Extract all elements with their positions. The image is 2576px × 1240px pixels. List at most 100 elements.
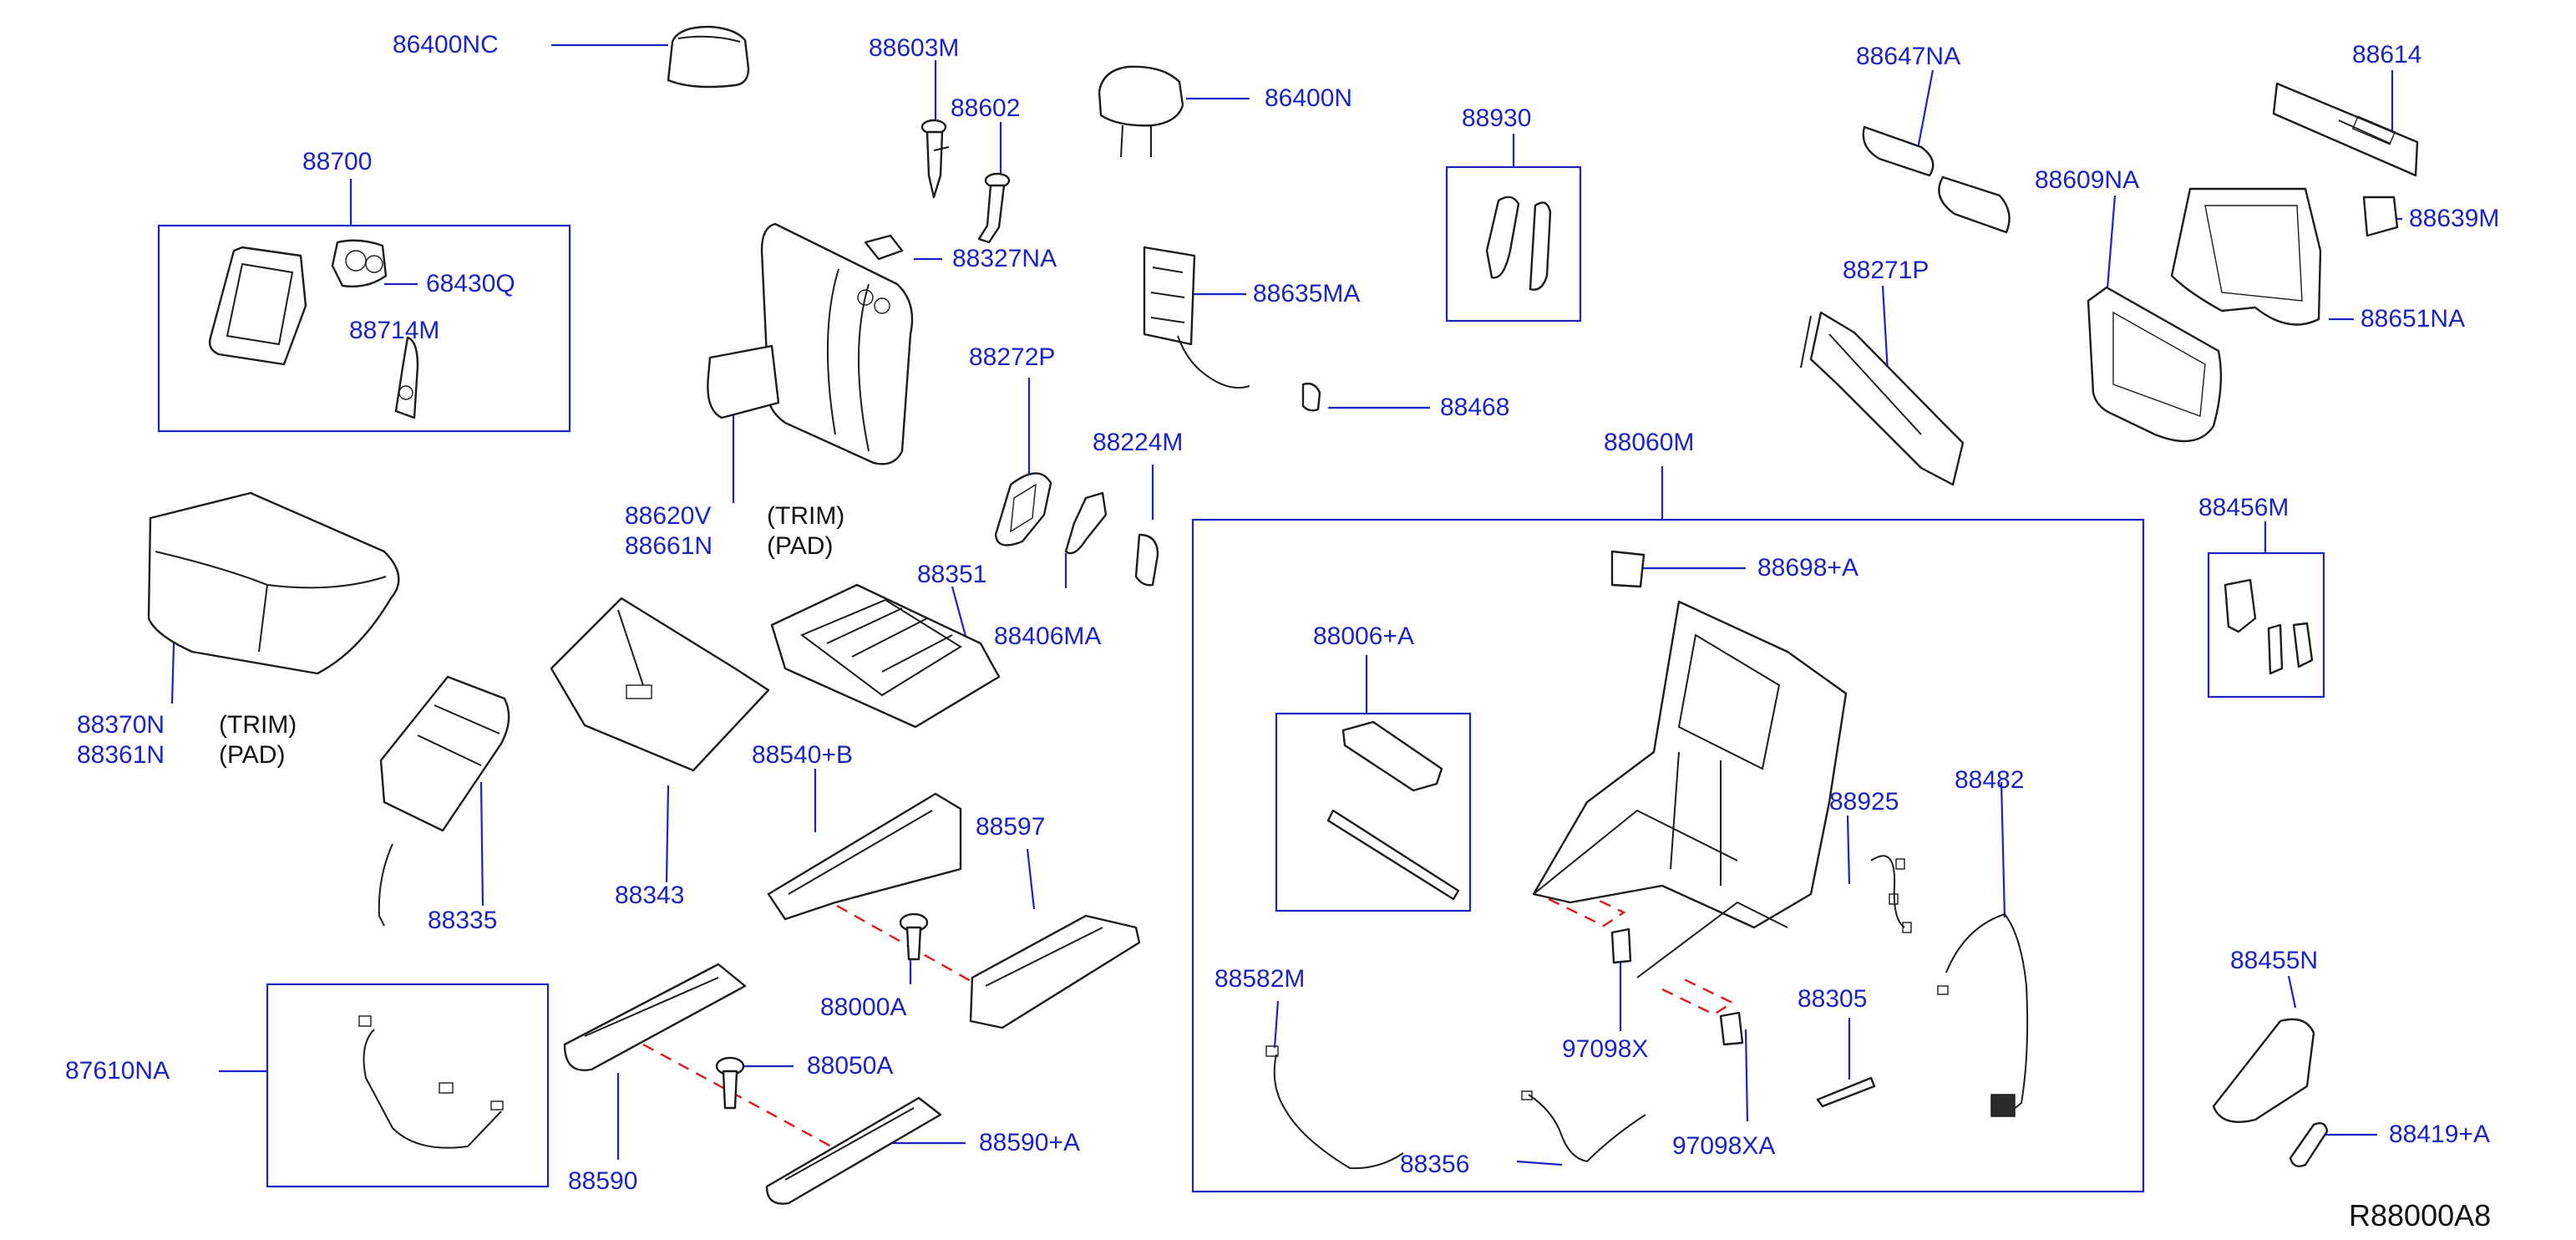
label-88647NA: 88647NA: [1856, 43, 1961, 70]
harness-kit-87610NA: [358, 1015, 504, 1149]
bracket-88272P: [994, 472, 1052, 546]
note-seatback-pad: (PAD): [767, 532, 834, 560]
label-86400NC: 86400NC: [393, 31, 499, 58]
harness-88482: [1937, 912, 2029, 1117]
seat-frame-88060M: [1532, 600, 1848, 978]
label-88370N: 88370N: [77, 711, 165, 739]
label-86400N: 86400N: [1265, 84, 1353, 112]
label-88419A: 88419+A: [2389, 1121, 2490, 1148]
label-88455N: 88455N: [2230, 947, 2319, 974]
note-cushion-trim: (TRIM): [219, 711, 297, 739]
harness-88356: [1521, 1090, 1646, 1163]
note-cushion-pad: (PAD): [219, 741, 286, 769]
clip-97098X: [1610, 927, 1632, 964]
seat-frame-88351: [770, 583, 1001, 729]
clip-97098XA: [1719, 1011, 1744, 1046]
bracket-88635MA: [1143, 246, 1250, 389]
clip-88327NA: [864, 234, 904, 261]
clip-88468: [1301, 382, 1321, 412]
bracket-88456M: [2224, 578, 2314, 675]
label-88343: 88343: [615, 882, 685, 909]
headrest-guide-88602: [977, 172, 1011, 244]
label-88925: 88925: [1829, 788, 1899, 816]
label-88635MA: 88635MA: [1253, 280, 1361, 307]
label-88620V: 88620V: [625, 502, 712, 530]
label-88456M: 88456M: [2198, 494, 2289, 521]
label-88603M: 88603M: [869, 34, 960, 62]
bolt-88050A: [715, 1056, 745, 1110]
bracket-88406MA: [1064, 491, 1108, 555]
label-87610NA: 87610NA: [65, 1057, 170, 1085]
bracket-88224M: [1134, 533, 1159, 587]
label-88305: 88305: [1798, 985, 1868, 1013]
label-88651NA: 88651NA: [2360, 305, 2466, 333]
label-68430Q: 68430Q: [426, 270, 515, 297]
cover-88590A: [765, 1096, 942, 1205]
label-88639M: 88639M: [2409, 205, 2500, 232]
group-box-88060M: [1191, 518, 2145, 1193]
pan-88343: [550, 597, 770, 772]
label-88361N: 88361N: [77, 741, 165, 769]
label-88272P: 88272P: [969, 343, 1056, 371]
group-box-88930: [1445, 165, 1582, 323]
label-97098X: 97098X: [1562, 1035, 1649, 1063]
rod-88305: [1816, 1076, 1876, 1108]
cover-88590: [563, 963, 747, 1072]
trim-88614: [2272, 82, 2419, 177]
label-88661N: 88661N: [625, 532, 713, 560]
leader-lines: [170, 43, 2402, 1166]
label-88356: 88356: [1400, 1151, 1470, 1178]
note-seatback-trim: (TRIM): [767, 502, 845, 530]
frame-88271P: [1800, 311, 1965, 486]
cover-88540B: [767, 792, 962, 921]
bracket-88698A: [1610, 550, 1645, 588]
label-88006A: 88006+A: [1313, 623, 1414, 650]
knob-88419A: [2289, 1122, 2329, 1167]
label-88698A: 88698+A: [1757, 554, 1858, 582]
label-88582M: 88582M: [1214, 965, 1306, 993]
label-88602: 88602: [951, 94, 1021, 122]
group-box-88006A: [1275, 712, 1472, 912]
label-88700: 88700: [302, 148, 373, 175]
finisher-88455N: [2212, 1018, 2315, 1123]
cover-88597: [969, 914, 1141, 1029]
panel-88609NA: [2087, 286, 2223, 443]
label-88406MA: 88406MA: [994, 623, 1102, 650]
rail-88006A: [1326, 720, 1460, 901]
seatback-88620V: [707, 222, 914, 465]
label-88335: 88335: [428, 907, 498, 934]
label-88714M: 88714M: [349, 317, 440, 344]
headrest-86400N: [1098, 65, 1184, 158]
label-88327NA: 88327NA: [952, 245, 1057, 272]
panel-88651NA: [2170, 187, 2399, 326]
bracket-88930: [1485, 196, 1552, 291]
label-88930: 88930: [1462, 104, 1532, 132]
seat-cushion-88370N: [147, 491, 400, 675]
bolt-88000A: [899, 912, 929, 961]
label-88590A: 88590+A: [979, 1129, 1080, 1156]
label-88351: 88351: [917, 561, 987, 588]
label-88590: 88590: [568, 1167, 638, 1195]
heater-88335: [378, 675, 510, 927]
headrest-86400NC: [667, 25, 750, 89]
label-88060M: 88060M: [1604, 429, 1695, 456]
label-88540B: 88540+B: [752, 741, 853, 769]
label-88597: 88597: [976, 813, 1046, 841]
harness-88582M: [1265, 1045, 1404, 1170]
group-box-87610NA: [266, 983, 550, 1188]
reference-code: R88000A8: [2349, 1198, 2492, 1232]
label-88271P: 88271P: [1843, 257, 1929, 284]
label-97098XA: 97098XA: [1672, 1132, 1776, 1160]
harness-88925: [1870, 855, 1912, 933]
panel-88647NA: [1862, 125, 2011, 234]
label-88482: 88482: [1955, 766, 2025, 794]
label-88614: 88614: [2352, 41, 2422, 69]
label-88000A: 88000A: [820, 994, 907, 1021]
armrest-88700: [208, 239, 419, 419]
label-88609NA: 88609NA: [2035, 166, 2140, 194]
label-88224M: 88224M: [1093, 429, 1184, 456]
group-box-88700: [157, 224, 571, 433]
label-88050A: 88050A: [807, 1052, 894, 1080]
headrest-guide-88603M: [920, 119, 950, 199]
